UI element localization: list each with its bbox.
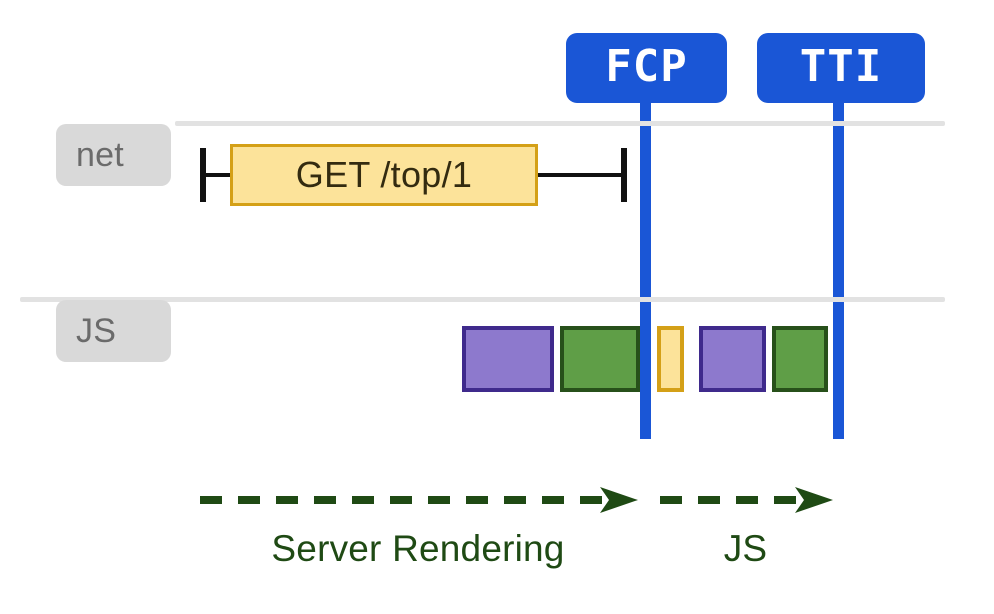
row-label-js[interactable]: JS [56,300,171,362]
track-rule-net [175,121,945,126]
request-whisker-start [200,148,206,202]
marker-line-tti [833,101,844,439]
marker-line-fcp [640,101,651,439]
phase-arrow-js-hydration [658,487,833,513]
marker-badge-tti[interactable]: TTI [757,33,925,103]
marker-badge-fcp[interactable]: FCP [566,33,727,103]
js-task-block-purple[interactable] [699,326,766,392]
request-whisker-end [621,148,627,202]
phase-caption-js-hydration: JS [723,528,768,569]
js-task-block-green[interactable] [560,326,640,392]
js-task-block-green[interactable] [772,326,828,392]
phase-arrow-server-rendering [198,487,638,513]
js-task-block-purple[interactable] [462,326,554,392]
track-rule-js [20,297,945,302]
network-request-bar[interactable]: GET /top/1 [230,144,538,206]
js-task-block-yellow[interactable] [657,326,684,392]
phase-caption-server-rendering: Server Rendering [271,528,565,569]
row-label-net[interactable]: net [56,124,171,186]
